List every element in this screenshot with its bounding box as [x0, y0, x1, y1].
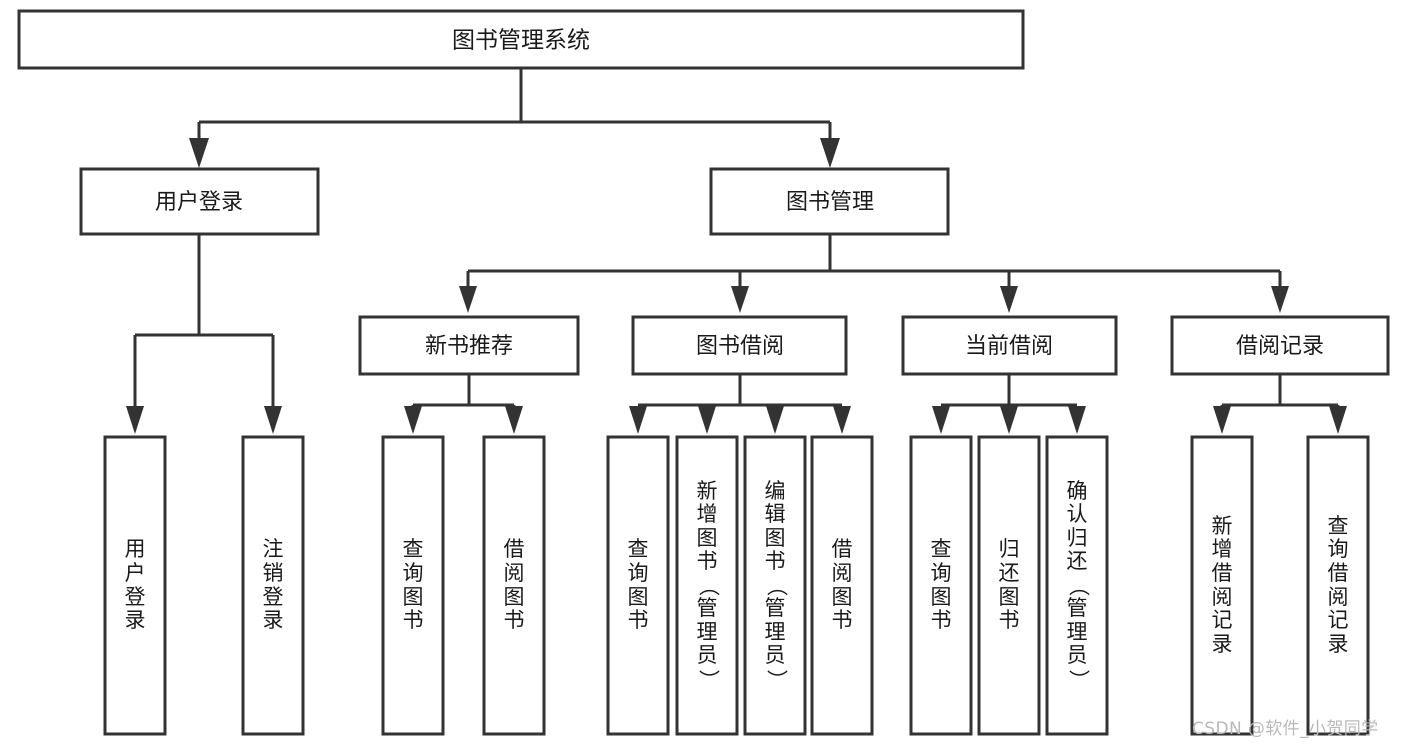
leaf-box-current-borrow-1[interactable]	[977, 435, 1041, 736]
node-book-management[interactable]: 图书管理	[709, 167, 950, 236]
leaf-box-book-borrow-1[interactable]	[675, 435, 739, 736]
arrow-head-user-login-1	[126, 406, 144, 434]
node-new-book-recommend-box	[358, 315, 580, 376]
arrow-head-nbr-1	[404, 406, 422, 434]
node-book-borrow-box	[631, 315, 848, 376]
arrow-head-cb-1	[932, 406, 950, 434]
node-book-management-label: 图书管理	[786, 190, 874, 215]
arrow-head-cb-2	[1000, 406, 1018, 434]
node-borrow-record-label: 借阅记录	[1236, 334, 1324, 359]
arrow-head-bb-2	[698, 406, 716, 434]
leaf-box-book-borrow-3[interactable]	[810, 435, 874, 736]
arrow-head-user-login-2	[264, 406, 282, 434]
connector-borrow-record-to-leaves	[1213, 374, 1347, 434]
connector-book-borrow-to-leaves	[629, 374, 851, 434]
connector-root-to-level2	[189, 68, 840, 168]
connector-book-management-to-level3	[459, 234, 1289, 313]
connector-current-borrow-to-leaves	[932, 374, 1086, 434]
node-borrow-record[interactable]: 借阅记录	[1170, 315, 1390, 376]
leaf-box-book-borrow-0[interactable]	[606, 435, 670, 736]
arrow-head-bb-3	[766, 406, 784, 434]
arrow-head-bb-4	[833, 406, 851, 434]
arrow-head-level3-2	[731, 286, 749, 313]
node-user-login[interactable]: 用户登录	[79, 167, 320, 236]
node-root-box	[17, 9, 1025, 70]
node-root-label: 图书管理系统	[452, 28, 590, 54]
arrow-head-br-2	[1329, 406, 1347, 434]
leaf-box-book-borrow-2[interactable]	[743, 435, 807, 736]
leaf-box-new-book-recommend-0[interactable]	[381, 435, 445, 736]
node-book-borrow-label: 图书借阅	[696, 334, 784, 359]
arrow-head-cb-3	[1068, 406, 1086, 434]
connector-user-login-to-leaves	[126, 234, 282, 434]
arrow-head-br-1	[1213, 406, 1231, 434]
node-new-book-recommend-label: 新书推荐	[425, 334, 513, 359]
node-book-borrow[interactable]: 图书借阅	[631, 315, 848, 376]
leaf-box-current-borrow-2[interactable]	[1045, 435, 1109, 736]
arrow-head-level3-3	[1000, 286, 1018, 313]
leaf-box-current-borrow-0[interactable]	[909, 435, 973, 736]
node-user-login-label: 用户登录	[155, 190, 243, 215]
watermark: CSDN @软件_小贺同学	[1192, 719, 1379, 739]
node-current-borrow-label: 当前借阅	[965, 334, 1053, 359]
leaf-box-user-login-0[interactable]	[103, 435, 167, 736]
arrow-head-level3-4	[1271, 286, 1289, 313]
arrow-head-root-1	[189, 138, 209, 168]
node-current-borrow[interactable]: 当前借阅	[901, 315, 1118, 376]
arrow-head-bb-1	[629, 406, 647, 434]
node-borrow-record-box	[1170, 315, 1390, 376]
node-root[interactable]: 图书管理系统	[17, 9, 1025, 70]
leaf-box-borrow-record-1[interactable]	[1306, 435, 1370, 736]
arrow-head-root-2	[820, 138, 840, 168]
leaf-box-user-login-1[interactable]	[241, 435, 305, 736]
leaf-box-new-book-recommend-1[interactable]	[482, 435, 546, 736]
leaf-box-borrow-record-0[interactable]	[1190, 435, 1254, 736]
arrow-head-nbr-2	[505, 406, 523, 434]
arrow-head-level3-1	[459, 286, 477, 313]
node-current-borrow-box	[901, 315, 1118, 376]
connector-new-book-recommend-to-leaves	[404, 374, 523, 434]
node-new-book-recommend[interactable]: 新书推荐	[358, 315, 580, 376]
node-book-management-box	[709, 167, 950, 236]
